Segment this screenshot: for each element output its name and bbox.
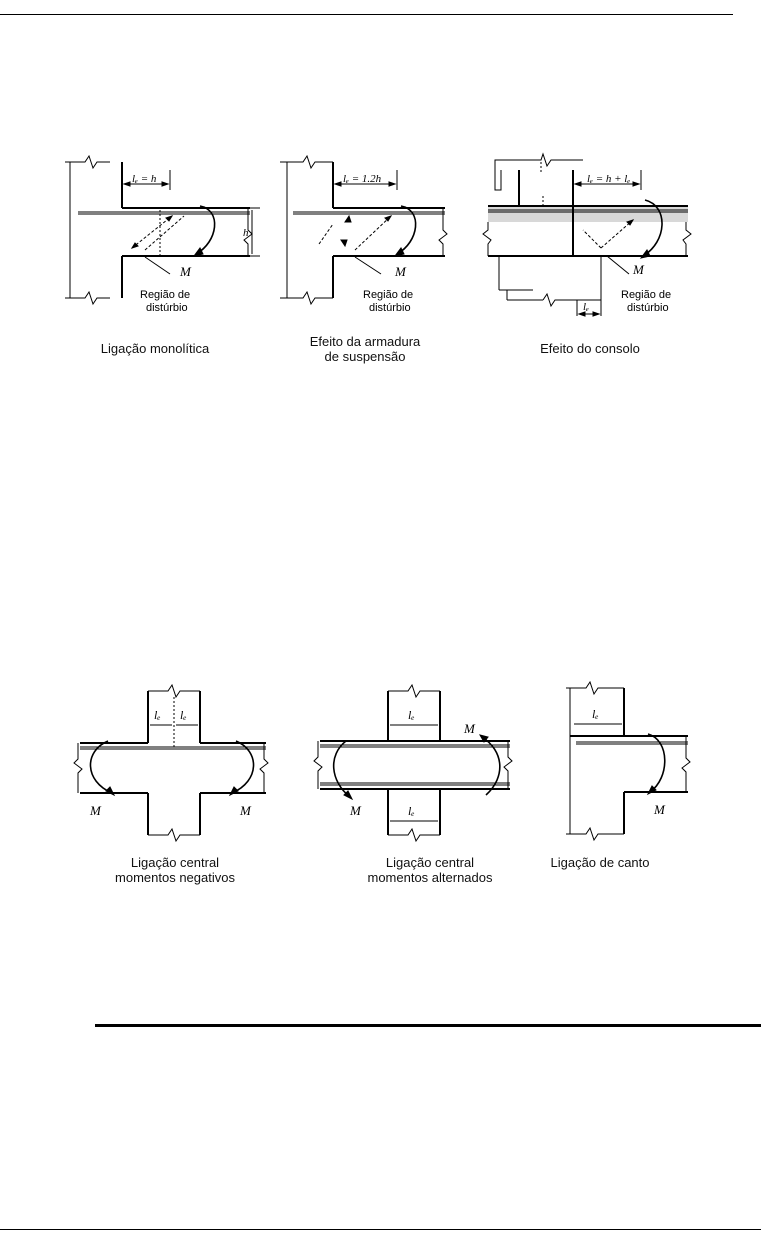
region-label-2: distúrbio [627, 302, 669, 314]
caption-corner: Ligação de canto [540, 855, 660, 870]
dim-le-label: lₑ = h + lₑ [587, 173, 630, 185]
moment-label: M [653, 802, 666, 817]
moment-label-left: M [349, 803, 362, 818]
diagram-suspension: lₑ = 1.2h M Região de distúrbio [275, 150, 475, 350]
le-label-bottom: lₑ [408, 804, 414, 818]
diagram-monolithic: lₑ = h h M Região de distúrbio [60, 150, 280, 350]
moment-label: M [394, 264, 407, 279]
footer-rule [0, 1229, 761, 1230]
region-label-1: Região de [140, 289, 190, 301]
region-label-2: distúrbio [369, 302, 411, 314]
region-label-1: Região de [363, 289, 413, 301]
dim-h-label: h [243, 227, 249, 239]
region-label-2: distúrbio [146, 302, 188, 314]
caption-central-negative: Ligação central momentos negativos [90, 855, 260, 885]
region-label-1: Região de [621, 289, 671, 301]
moment-label-left: M [89, 803, 102, 818]
footnote-rule [95, 1024, 761, 1027]
le-label-right: lₑ [180, 708, 186, 722]
caption-monolithic: Ligação monolítica [70, 341, 240, 356]
le-label-top: lₑ [408, 708, 414, 722]
le-label: lₑ [592, 707, 598, 721]
caption-corbel: Efeito do consolo [500, 341, 680, 356]
diagram-central-negative: lₑ lₑ M M [70, 685, 270, 845]
caption-suspension: Efeito da armadura de suspensão [280, 334, 450, 364]
header-rule [0, 14, 733, 15]
le-label-left: lₑ [154, 708, 160, 722]
dim-le-label: lₑ = 1.2h [343, 173, 382, 185]
moment-label-right: M [463, 721, 476, 736]
diagram-corbel: lₑ = h + lₑ lₑ M Região de distúrbio [483, 150, 703, 350]
diagram-central-alternating: lₑ lₑ M M [310, 685, 530, 845]
dim-lc-label: lₑ [583, 301, 589, 313]
moment-label: M [632, 262, 645, 277]
caption-central-alternating: Ligação central momentos alternados [345, 855, 515, 885]
diagram-corner: lₑ M [560, 680, 700, 850]
moment-label: M [179, 264, 192, 279]
dim-le-label: lₑ = h [132, 173, 157, 185]
moment-label-right: M [239, 803, 252, 818]
